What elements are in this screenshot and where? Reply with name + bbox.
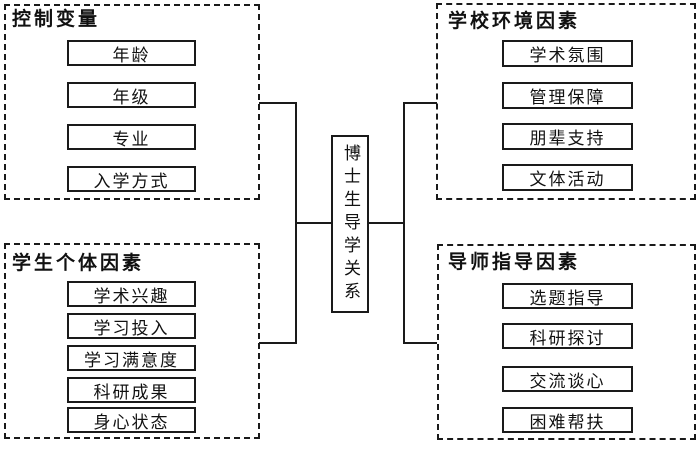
connector-right-bottom-horizontal <box>403 342 437 344</box>
item-grade: 年级 <box>67 82 196 108</box>
item-learning-engagement: 学习投入 <box>67 313 196 339</box>
item-communication: 交流谈心 <box>502 366 633 392</box>
group-school-environment: 学校环境因素 学术氛围 管理保障 朋辈支持 文体活动 <box>436 3 696 200</box>
group-school-environment-title: 学校环境因素 <box>448 11 581 32</box>
item-academic-interest: 学术兴趣 <box>67 281 196 307</box>
group-student-individual-title: 学生个体因素 <box>12 253 145 274</box>
center-node: 博士生导学关系 <box>331 135 369 313</box>
item-major: 专业 <box>67 124 196 150</box>
connector-left-middle-horizontal <box>295 222 331 224</box>
item-cultural-activities: 文体活动 <box>502 164 633 191</box>
center-node-label: 博士生导学关系 <box>341 143 360 305</box>
item-age: 年龄 <box>67 40 196 66</box>
connector-right-middle-horizontal <box>369 222 405 224</box>
group-student-individual: 学生个体因素 学术兴趣 学习投入 学习满意度 科研成果 身心状态 <box>4 243 260 439</box>
connector-left-bottom-horizontal <box>259 342 297 344</box>
item-physical-mental-state: 身心状态 <box>67 407 196 433</box>
item-academic-atmosphere: 学术氛围 <box>502 40 633 67</box>
item-management-support: 管理保障 <box>502 82 633 109</box>
item-learning-satisfaction: 学习满意度 <box>67 345 196 371</box>
item-admission-method: 入学方式 <box>67 166 196 192</box>
group-mentor-guidance: 导师指导因素 选题指导 科研探讨 交流谈心 困难帮扶 <box>437 244 696 440</box>
item-research-output: 科研成果 <box>67 377 196 403</box>
group-control-variables-title: 控制变量 <box>12 9 101 30</box>
connector-left-top-horizontal <box>259 102 297 104</box>
item-research-discussion: 科研探讨 <box>502 323 633 349</box>
item-topic-guidance: 选题指导 <box>502 283 633 309</box>
item-peer-support: 朋辈支持 <box>502 123 633 150</box>
group-control-variables: 控制变量 年龄 年级 专业 入学方式 <box>4 4 260 200</box>
connector-right-top-horizontal <box>403 102 437 104</box>
item-difficulty-assistance: 困难帮扶 <box>502 407 633 433</box>
group-mentor-guidance-title: 导师指导因素 <box>448 252 581 273</box>
